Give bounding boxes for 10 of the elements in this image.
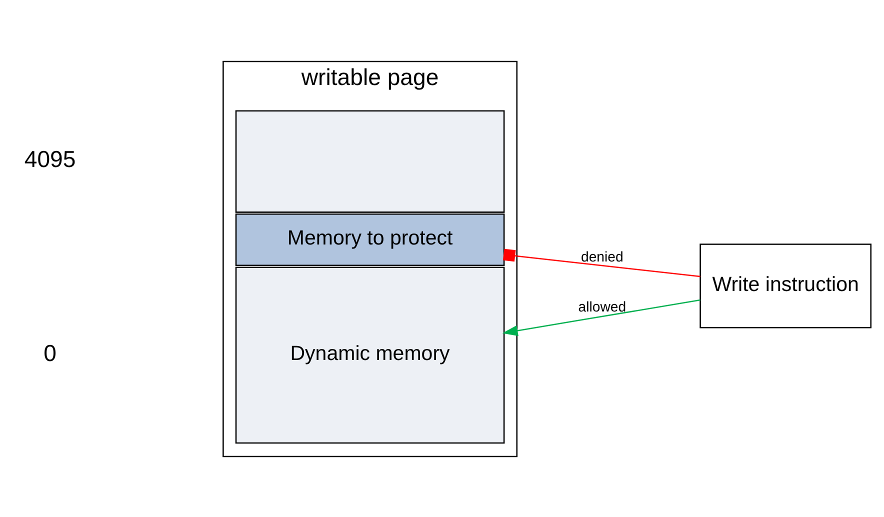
edge-label: denied	[580, 248, 623, 264]
node-box	[234, 110, 504, 212]
arrow	[502, 298, 700, 336]
node-box: Write instruction	[699, 243, 872, 328]
label: 0	[43, 339, 56, 366]
label: 4095	[24, 146, 76, 172]
node-box: Dynamic memory	[234, 266, 504, 444]
edge-label: allowed	[578, 298, 626, 314]
node-box: Memory to protect	[234, 212, 504, 266]
connector	[502, 248, 700, 277]
